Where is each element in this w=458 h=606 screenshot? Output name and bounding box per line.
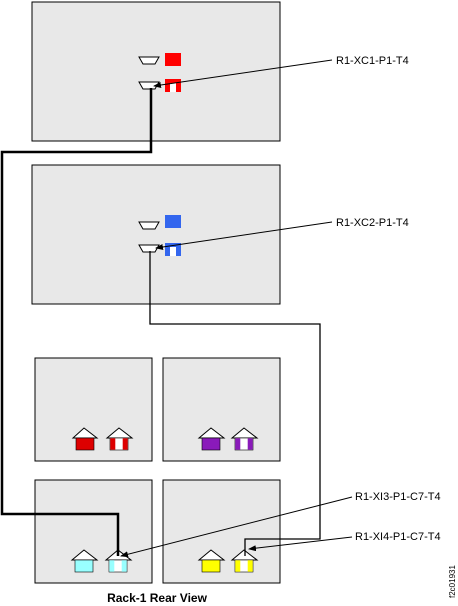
callout-label-xi3: R1-XI3-P1-C7-T4 — [355, 491, 441, 503]
callout-label-xc1: R1-XC1-P1-T4 — [336, 55, 409, 67]
callout-arrow-xc1 — [153, 59, 333, 88]
xi2-port-striped-icon — [230, 427, 259, 451]
xc1-port-solid-icon — [165, 53, 181, 66]
xc2-transceiver-bottom-icon — [138, 244, 160, 253]
xi3-port-solid-icon — [70, 549, 99, 573]
callout-label-xi4: R1-XI4-P1-C7-T4 — [355, 531, 441, 543]
cable-xc2-to-xi4 — [149, 251, 321, 556]
callout-label-xc2: R1-XC2-P1-T4 — [336, 217, 409, 229]
diagram-title: Rack-1 Rear View — [107, 591, 208, 605]
xc1-transceiver-top-icon — [138, 56, 160, 65]
xc1-chassis — [31, 1, 281, 142]
xc1-port-striped-icon — [165, 79, 181, 92]
callout-arrow-xi4 — [248, 536, 353, 552]
xc2-chassis — [31, 164, 281, 305]
xi4-port-solid-icon — [197, 549, 226, 573]
xi1-chassis — [34, 357, 153, 462]
callout-arrow-xi3 — [120, 496, 353, 558]
figure-id: f2c01931 — [448, 565, 457, 598]
xc2-transceiver-top-icon — [138, 221, 160, 230]
cable-xc1-to-xi3 — [0, 88, 153, 556]
xi1-port-solid-icon — [71, 427, 99, 451]
xi3-chassis — [34, 479, 153, 584]
xi2-chassis — [162, 357, 281, 462]
xi1-port-striped-icon — [105, 427, 134, 451]
xc2-port-solid-icon — [165, 215, 181, 228]
xi2-port-solid-icon — [197, 427, 226, 451]
callout-arrow-xc2 — [155, 221, 333, 250]
xi4-chassis — [162, 479, 281, 584]
